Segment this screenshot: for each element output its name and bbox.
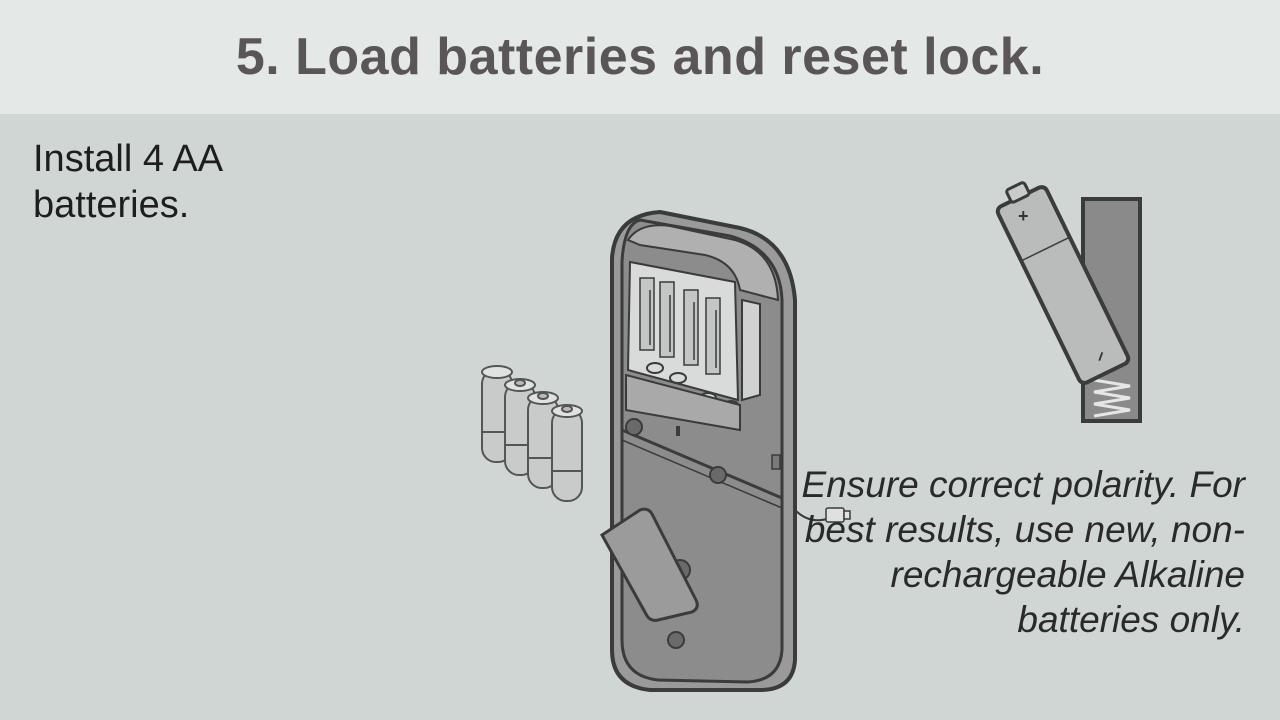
step-title: 5. Load batteries and reset lock. (235, 28, 1045, 86)
polarity-note: Ensure correct polarity. For best result… (801, 464, 1245, 640)
install-instruction: Install 4 AA batteries. (33, 138, 222, 226)
polarity-detail-icon: + – (995, 181, 1142, 423)
aa-battery-4 (551, 404, 583, 502)
deadbolt-lock-icon (600, 209, 851, 692)
plus-terminal-label: + (1018, 206, 1029, 226)
title-bar: 5. Load batteries and reset lock. (0, 0, 1280, 114)
loose-batteries-icon (481, 365, 583, 502)
battery-slots (639, 277, 721, 375)
